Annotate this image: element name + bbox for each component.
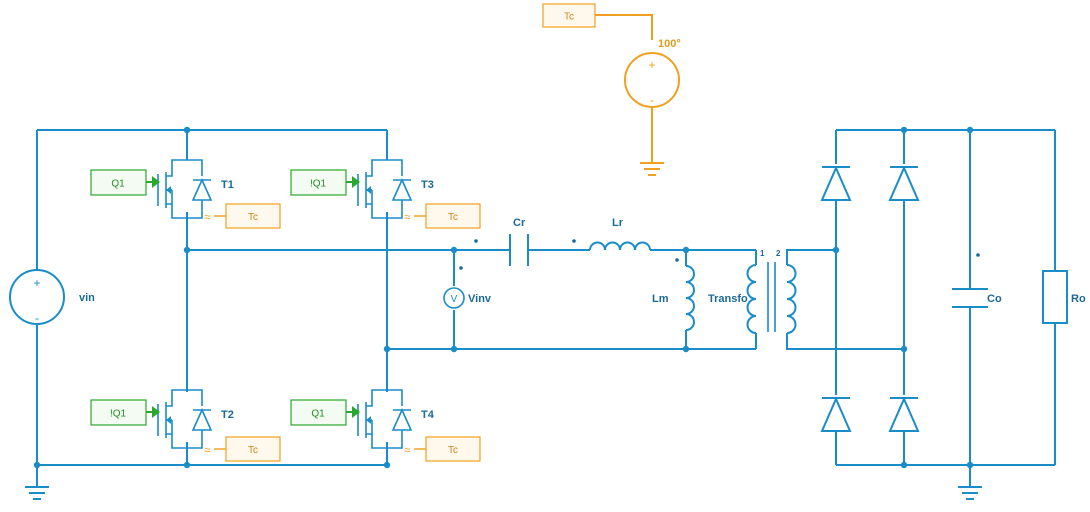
co-label: Co [987,293,1002,305]
temperature-value-label: 100° [658,38,681,50]
transformer[interactable] [746,262,797,334]
diode-d1[interactable] [820,165,852,201]
thermal-port-t1-icon: ≈ [204,210,211,224]
diode-d2[interactable] [888,165,920,201]
lm-label: Lm [652,293,669,305]
vinv-label: Vinv [468,293,492,305]
ground-right-icon [958,486,982,500]
mosfet-t2[interactable] [157,389,212,449]
thermal-source-tag-label: Tc [564,12,574,23]
thermal-ground-icon [640,162,664,176]
thermal-source-wire [595,14,653,40]
gate-arrow-t1 [152,176,160,188]
thermal-port-t3-icon: ≈ [404,210,411,224]
cr-label: Cr [513,217,526,229]
gate-signal-t2[interactable]: !Q1 [90,399,147,426]
svg-text:Tc: Tc [248,212,258,223]
temp-source-plus: + [648,58,655,72]
transfo-label: Transfo [708,293,748,305]
svg-text:!Q1: !Q1 [110,409,127,420]
thermal-source-tag[interactable]: Tc [542,3,596,28]
transfo-pin2-label: 2 [776,249,781,258]
svg-text:Tc: Tc [248,445,258,456]
capacitor-co[interactable] [952,288,988,308]
voltmeter-symbol: V [451,294,458,305]
gate-signal-t4[interactable]: Q1 [290,399,347,426]
temp-source-minus: - [650,93,654,107]
ro-label: Ro [1071,293,1086,305]
mosfet-t4[interactable] [357,389,412,449]
thermal-port-t4-icon: ≈ [404,443,411,457]
gate-signal-t1[interactable]: Q1 [90,169,147,196]
t4-label: T4 [421,409,435,421]
svg-text:Q1: Q1 [111,179,125,190]
gate-arrow-t4 [352,406,360,418]
transfo-pin1-label: 1 [760,249,765,258]
t2-label: T2 [221,409,234,421]
vin-label: vin [79,292,95,304]
t1-label: T1 [221,179,234,191]
thermal-tag-t3[interactable]: Tc [425,203,481,229]
inductor-lm[interactable] [685,265,695,331]
inductor-lr[interactable] [589,241,651,251]
t3-label: T3 [421,179,434,191]
temperature-source[interactable]: + - [624,52,680,108]
diode-d4[interactable] [888,396,920,432]
svg-text:Tc: Tc [448,212,458,223]
svg-text:Q1: Q1 [311,409,325,420]
wiring [36,129,1056,486]
vin-minus: - [35,311,39,325]
thermal-tag-t4[interactable]: Tc [425,436,481,462]
thermal-port-t2-icon: ≈ [204,443,211,457]
gate-arrow-t2 [152,406,160,418]
ground-left-icon [25,486,49,500]
svg-text:!Q1: !Q1 [310,179,327,190]
junction-dots [33,126,974,469]
gate-arrow-t3 [352,176,360,188]
polarity-dots [459,239,980,270]
thermal-tag-t1[interactable]: Tc [225,203,281,229]
diode-d3[interactable] [820,396,852,432]
svg-text:Tc: Tc [448,445,458,456]
voltmeter-vinv[interactable]: V [443,287,465,309]
input-voltage-source[interactable]: + - [9,269,65,325]
gate-signal-t3[interactable]: !Q1 [290,169,347,196]
resistor-ro[interactable] [1042,270,1068,324]
lr-label: Lr [612,217,624,229]
capacitor-cr[interactable] [509,234,529,266]
vin-plus: + [33,276,40,290]
thermal-tag-t2[interactable]: Tc [225,436,281,462]
